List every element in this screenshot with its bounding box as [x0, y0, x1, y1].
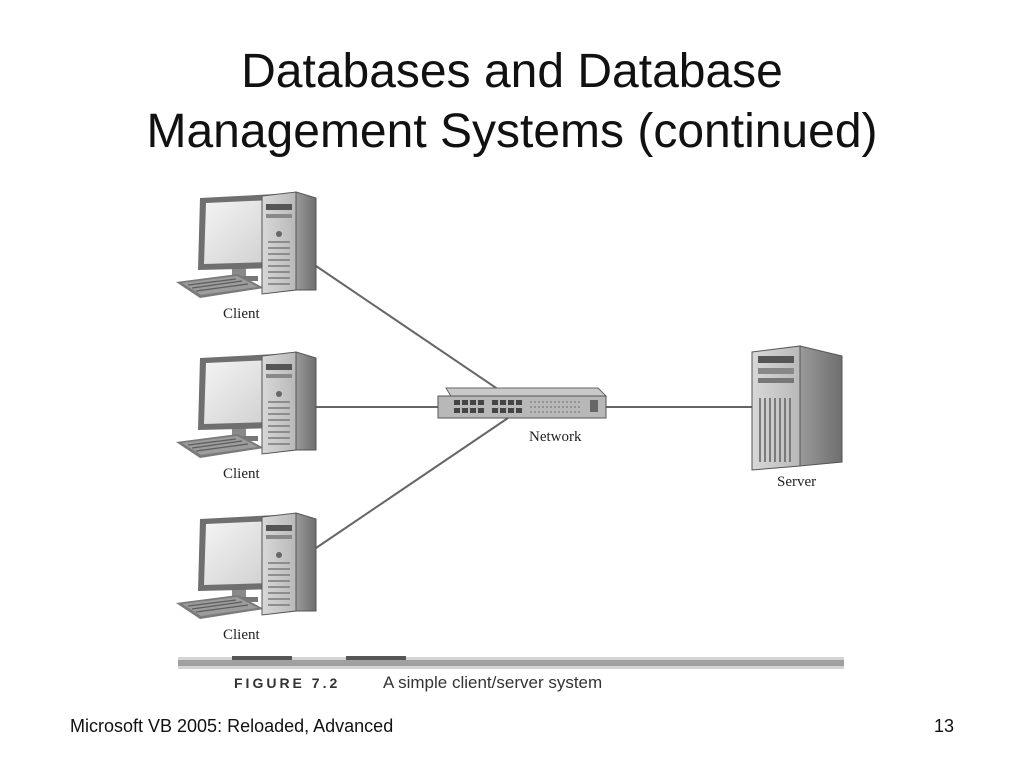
figure-caption: A simple client/server system [383, 673, 602, 692]
client-1-label: Client [223, 306, 260, 322]
client-2 [175, 351, 317, 459]
link-client-1 [315, 265, 509, 397]
slide-footer-course: Microsoft VB 2005: Reloaded, Advanced [70, 716, 394, 736]
link-client-3 [315, 417, 509, 549]
figure-number: FIGURE 7.2 [234, 675, 340, 691]
slide-title: Databases and Database Management System… [0, 42, 1024, 162]
client-3 [175, 512, 317, 620]
server-tower [751, 345, 843, 471]
network-label: Network [529, 429, 582, 445]
figure-caption-bar [178, 656, 844, 691]
slide-page-number: 13 [933, 716, 954, 736]
network-switch [437, 387, 608, 419]
client-1 [175, 191, 317, 299]
client-2-label: Client [223, 466, 260, 482]
slide-title-line-2: Management Systems (continued) [146, 105, 878, 158]
client-3-label: Client [223, 627, 260, 643]
slide-title-line-1: Databases and Database [241, 45, 783, 98]
server-label: Server [777, 474, 816, 490]
